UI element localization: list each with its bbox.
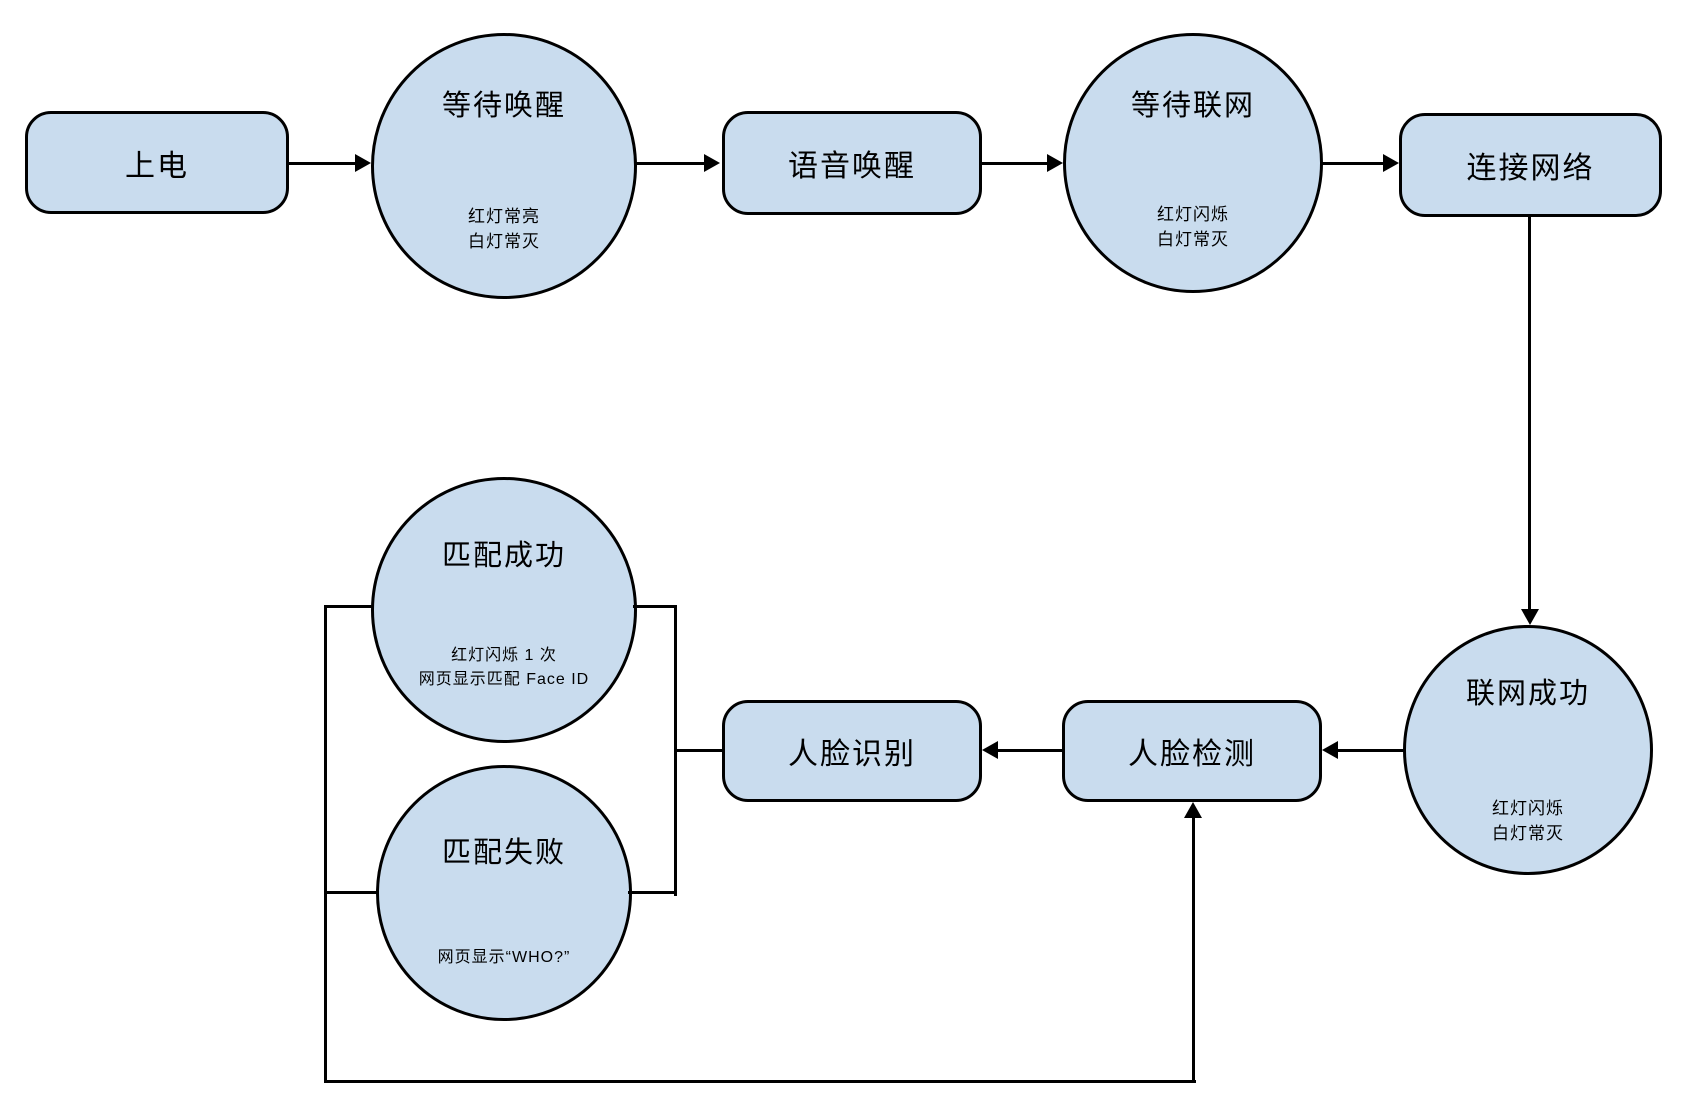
- loop-success-to-left-rail: [324, 605, 374, 608]
- edge-waitnet-to-connect-line: [1321, 162, 1385, 165]
- node-wait-wake-title: 等待唤醒: [441, 90, 566, 122]
- edge-connect-to-netsuccess-arrowhead-icon: [1521, 609, 1539, 625]
- node-face-detect: 人脸检测: [1062, 700, 1322, 802]
- node-voice-wake: 语音唤醒: [722, 111, 982, 215]
- node-wait-network-status: 红灯闪烁 白灯常灭: [1066, 202, 1320, 252]
- edge-detect-to-recognize-arrowhead-icon: [982, 741, 998, 759]
- status-web-face-id: 网页显示匹配 Face ID: [418, 671, 590, 688]
- node-network-success-title: 联网成功: [1465, 678, 1590, 710]
- loop-up-to-detect-arrowhead-icon: [1184, 802, 1202, 818]
- node-match-fail-status: 网页显示“WHO?”: [379, 945, 629, 970]
- node-face-detect-label: 人脸检测: [1128, 738, 1256, 771]
- loop-left-rail-vertical: [324, 605, 327, 1083]
- status-red-led-blink: 红灯闪烁 1 次: [451, 647, 557, 664]
- node-face-recognize: 人脸识别: [722, 700, 982, 802]
- loop-up-to-detect-line: [1192, 816, 1195, 1083]
- status-red-led: 红灯常亮: [468, 207, 540, 226]
- status-red-led: 红灯闪烁: [1492, 799, 1564, 818]
- node-match-success: 匹配成功 红灯闪烁 1 次 网页显示匹配 Face ID: [371, 477, 637, 743]
- edge-netsuccess-to-detect-arrowhead-icon: [1322, 741, 1338, 759]
- edge-wake-to-voice-line: [635, 162, 706, 165]
- node-match-fail-title: 匹配失败: [441, 837, 566, 869]
- loop-bottom-rail-horizontal: [324, 1080, 1196, 1083]
- edge-netsuccess-to-detect-line: [1337, 749, 1405, 752]
- edge-connect-to-netsuccess-line: [1528, 217, 1531, 611]
- edge-voice-to-waitnet-line: [982, 162, 1049, 165]
- connector-fail-to-bus: [628, 891, 676, 894]
- node-wait-network-title: 等待联网: [1130, 90, 1255, 122]
- node-match-fail: 匹配失败 网页显示“WHO?”: [376, 765, 632, 1021]
- edge-power-to-wake-line: [289, 162, 357, 165]
- edge-detect-to-recognize-line: [997, 749, 1062, 752]
- status-white-led: 白灯常灭: [468, 232, 540, 251]
- connector-bus-to-recognize: [676, 749, 724, 752]
- node-face-recognize-label: 人脸识别: [788, 738, 916, 771]
- node-match-success-title: 匹配成功: [441, 540, 566, 572]
- node-wait-network: 等待联网 红灯闪烁 白灯常灭: [1063, 33, 1323, 293]
- node-connect-network: 连接网络: [1399, 113, 1662, 217]
- status-white-led: 白灯常灭: [1157, 230, 1229, 249]
- node-match-success-status: 红灯闪烁 1 次 网页显示匹配 Face ID: [374, 644, 634, 692]
- loop-fail-to-left-rail: [324, 891, 379, 894]
- edge-wake-to-voice-arrowhead-icon: [704, 154, 720, 172]
- connector-results-bus-vertical: [674, 605, 677, 896]
- status-web-who: 网页显示“WHO?”: [437, 949, 571, 966]
- edge-voice-to-waitnet-arrowhead-icon: [1047, 154, 1063, 172]
- node-network-success: 联网成功 红灯闪烁 白灯常灭: [1403, 625, 1653, 875]
- edge-power-to-wake-arrowhead-icon: [355, 154, 371, 172]
- connector-success-to-bus: [633, 605, 676, 608]
- node-power-on: 上电: [25, 111, 289, 214]
- edge-waitnet-to-connect-arrowhead-icon: [1383, 154, 1399, 172]
- node-voice-wake-label: 语音唤醒: [788, 150, 916, 183]
- status-red-led: 红灯闪烁: [1157, 205, 1229, 224]
- node-wait-wake: 等待唤醒 红灯常亮 白灯常灭: [371, 33, 637, 299]
- node-network-success-status: 红灯闪烁 白灯常灭: [1406, 796, 1650, 846]
- node-wait-wake-status: 红灯常亮 白灯常灭: [374, 204, 634, 254]
- node-power-on-label: 上电: [125, 149, 189, 183]
- node-connect-network-label: 连接网络: [1466, 152, 1595, 185]
- status-white-led: 白灯常灭: [1492, 824, 1564, 843]
